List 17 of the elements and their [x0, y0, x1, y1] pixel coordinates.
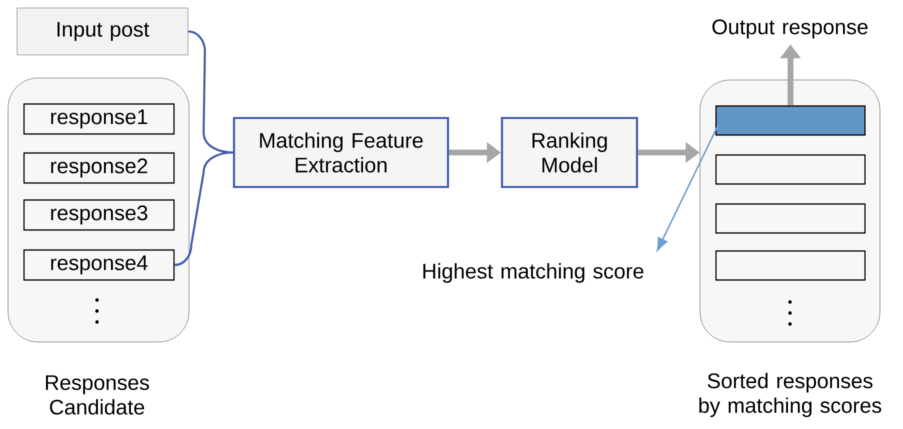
response-box: response3 [23, 199, 175, 231]
process-box: Ranking Model [500, 116, 638, 188]
text-label: Highest matching score [423, 263, 644, 283]
input-box: Input post [16, 8, 188, 56]
node-label: Sorted responses by matching scores [699, 372, 882, 418]
leader-arrow [656, 124, 720, 251]
response-box: response2 [23, 152, 175, 184]
process-box: Matching Feature Extraction [232, 116, 450, 188]
response-box: response4 [23, 249, 175, 281]
response-box [715, 154, 866, 185]
response-box [715, 250, 866, 281]
node-label: Responses Candidate [46, 375, 149, 415]
curly-brace [174, 151, 233, 266]
response-box [715, 203, 866, 234]
response-box: response1 [23, 103, 175, 135]
highlighted-bar [715, 105, 866, 136]
text-label: Output response [712, 19, 868, 39]
